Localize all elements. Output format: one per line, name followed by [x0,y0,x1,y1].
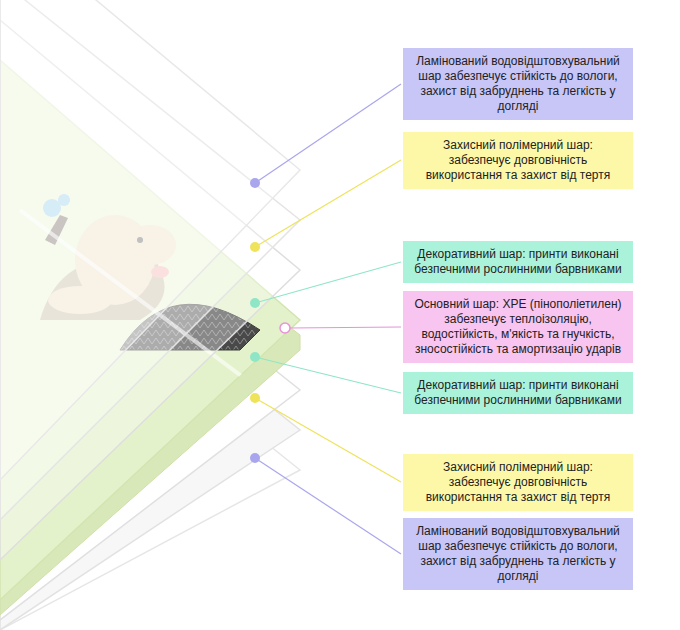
callout-text: Основний шар: XPE (пінополіетилен) забез… [411,297,625,357]
callout-text: Захисний полімерний шар: забезпечує довг… [411,460,625,505]
callout-text: Декоративний шар: принти виконані безпеч… [411,247,625,277]
leader-lines [250,84,401,554]
callout-box: Ламінований водовідштовхувальний шар заб… [403,48,633,120]
callout-box: Декоративний шар: принти виконані безпеч… [403,372,633,414]
callout-box: Основний шар: XPE (пінополіетилен) забез… [403,291,633,363]
callout-text: Ламінований водовідштовхувальний шар заб… [411,54,625,114]
callout-box: Ламінований водовідштовхувальний шар заб… [403,518,633,590]
callout-box: Декоративний шар: принти виконані безпеч… [403,241,633,283]
callout-text: Захисний полімерний шар: забезпечує довг… [411,138,625,183]
callout-box: Захисний полімерний шар: забезпечує довг… [403,454,633,511]
callout-text: Ламінований водовідштовхувальний шар заб… [411,524,625,584]
sheet [0,0,300,480]
callout-box: Захисний полімерний шар: забезпечує довг… [403,132,633,189]
callout-text: Декоративний шар: принти виконані безпеч… [411,378,625,408]
